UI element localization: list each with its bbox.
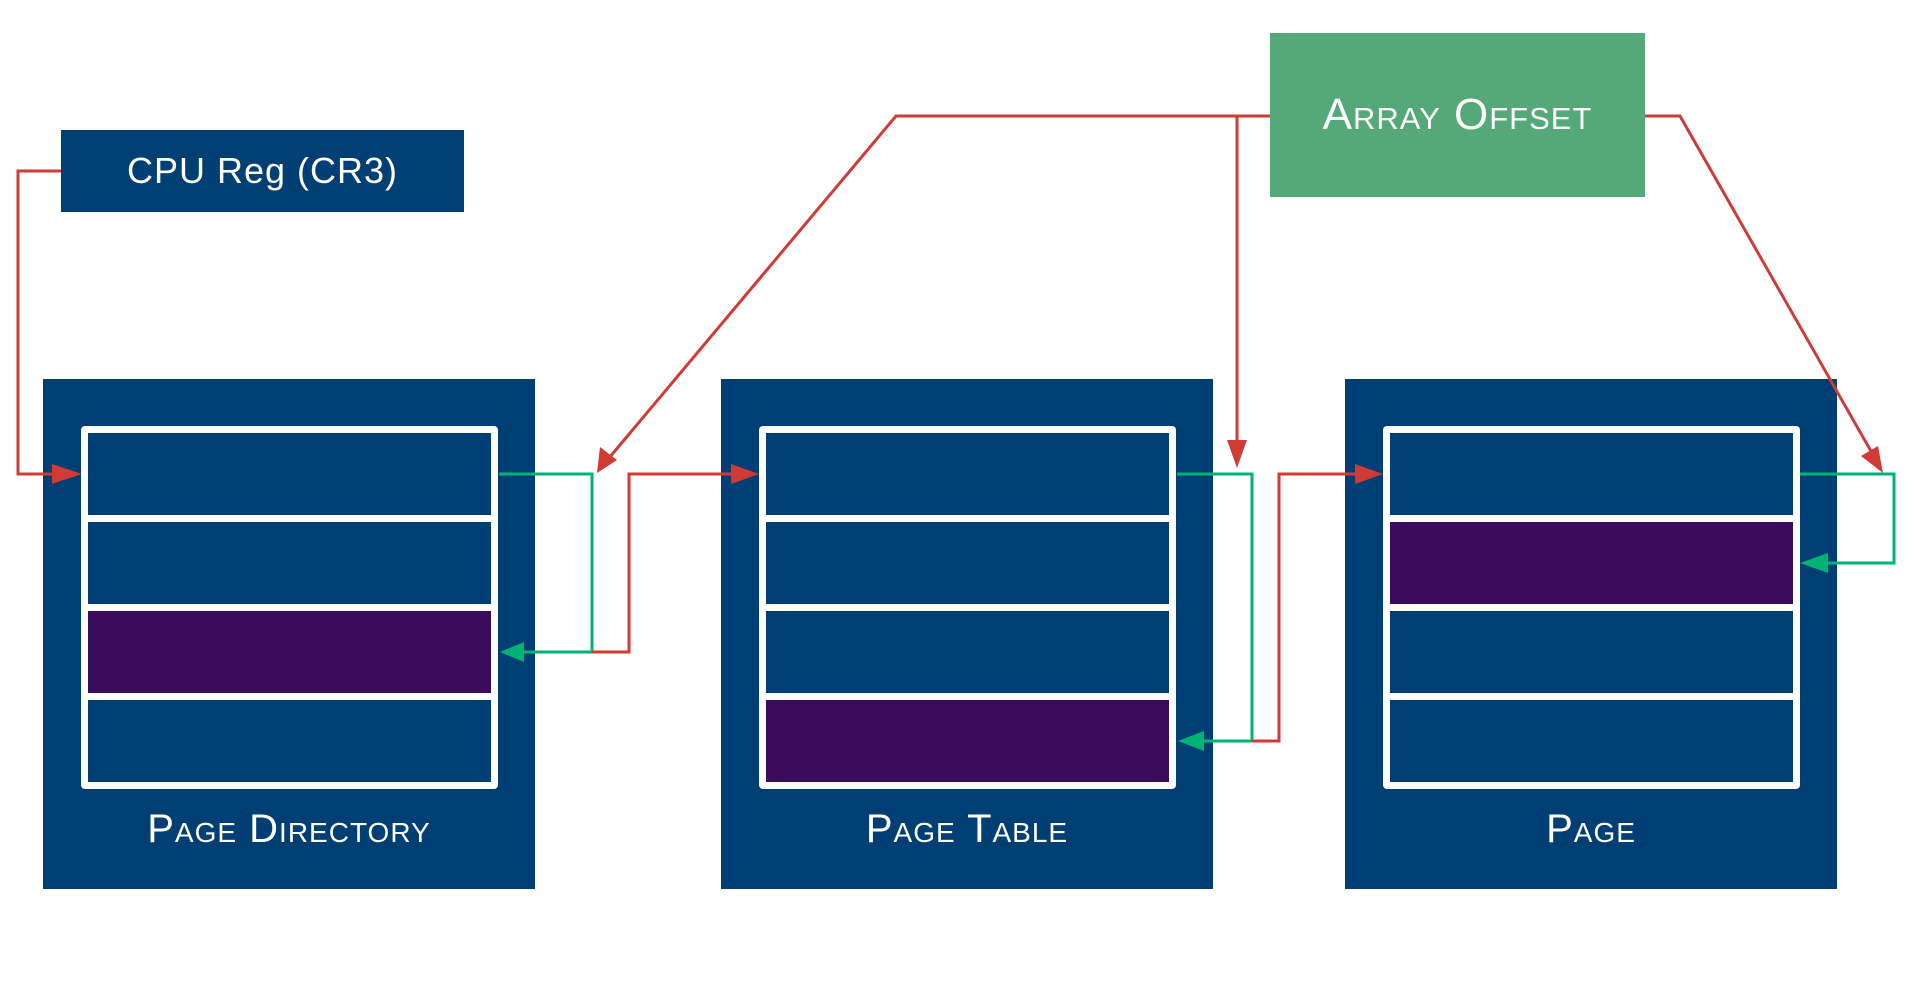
page-entry: [1390, 611, 1793, 693]
cpu-register-label: CPU Reg (CR3): [126, 150, 399, 191]
page-table-entry-selected: [766, 700, 1169, 782]
page-directory-block: Page Directory: [43, 379, 535, 889]
page-directory-label: Page Directory: [147, 807, 431, 851]
array-offset-box: Array Offset: [1270, 33, 1645, 197]
cpu-register-box: CPU Reg (CR3): [61, 130, 464, 212]
page-directory-entries: [81, 426, 498, 789]
page-table-entries: [759, 426, 1176, 789]
page-table-block: Page Table: [721, 379, 1213, 889]
page-table-entry: [766, 611, 1169, 693]
page-directory-entry: [88, 522, 491, 604]
page-table-entry: [766, 522, 1169, 604]
page-directory-entry: [88, 433, 491, 515]
arrowhead-icon: [597, 447, 617, 473]
page-entry: [1390, 700, 1793, 782]
page-table-entry: [766, 433, 1169, 515]
page-directory-entry-selected: [88, 611, 491, 693]
page-entry: [1390, 433, 1793, 515]
arrowhead-icon: [1861, 446, 1883, 473]
page-label: Page: [1546, 807, 1636, 851]
page-table-label: Page Table: [865, 807, 1069, 851]
array-offset-label: Array Offset: [1322, 90, 1593, 139]
page-entries: [1383, 426, 1800, 789]
page-entry-selected: [1390, 522, 1793, 604]
arrowhead-icon: [1227, 440, 1247, 468]
page-directory-entry: [88, 700, 491, 782]
page-block: Page: [1345, 379, 1837, 889]
directory-to-table-arrow: [592, 472, 740, 654]
